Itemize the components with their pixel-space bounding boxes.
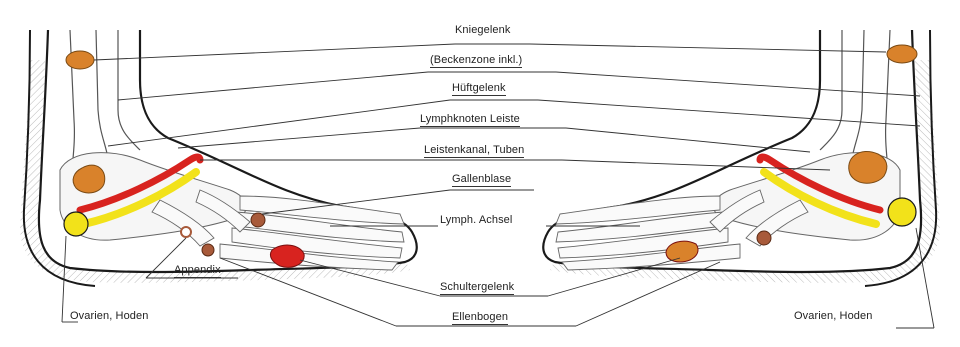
left-appendix-spot (181, 227, 191, 237)
label-ovarien-left: Ovarien, Hoden (70, 310, 148, 322)
right-knee-spot (887, 45, 917, 63)
label-hueftgelenk: Hüftgelenk (452, 82, 506, 96)
left-gallbladder-spot (251, 213, 265, 227)
label-schultergelenk: Schultergelenk (440, 281, 514, 295)
label-appendix: Appendix (174, 264, 221, 278)
left-appendix-spot-2 (202, 244, 214, 256)
right-spot-1 (757, 231, 771, 245)
label-ovarien-right: Ovarien, Hoden (794, 310, 872, 322)
right-foot (543, 30, 940, 286)
right-ovary-spot (888, 198, 916, 226)
label-gallenblase: Gallenblase (452, 173, 511, 187)
label-beckenzone: (Beckenzone inkl.) (430, 54, 522, 68)
label-kniegelenk: Kniegelenk (455, 24, 510, 36)
label-lymphknoten-leiste: Lymphknoten Leiste (420, 113, 520, 127)
left-foot (20, 30, 417, 286)
label-ellenbogen: Ellenbogen (452, 311, 508, 325)
label-leistenkanal: Leistenkanal, Tuben (424, 144, 524, 158)
left-ovary-spot (64, 212, 88, 236)
label-lymph-achsel: Lymph. Achsel (440, 214, 512, 226)
right-hip-spot (849, 151, 887, 183)
left-knee-spot (66, 51, 94, 69)
